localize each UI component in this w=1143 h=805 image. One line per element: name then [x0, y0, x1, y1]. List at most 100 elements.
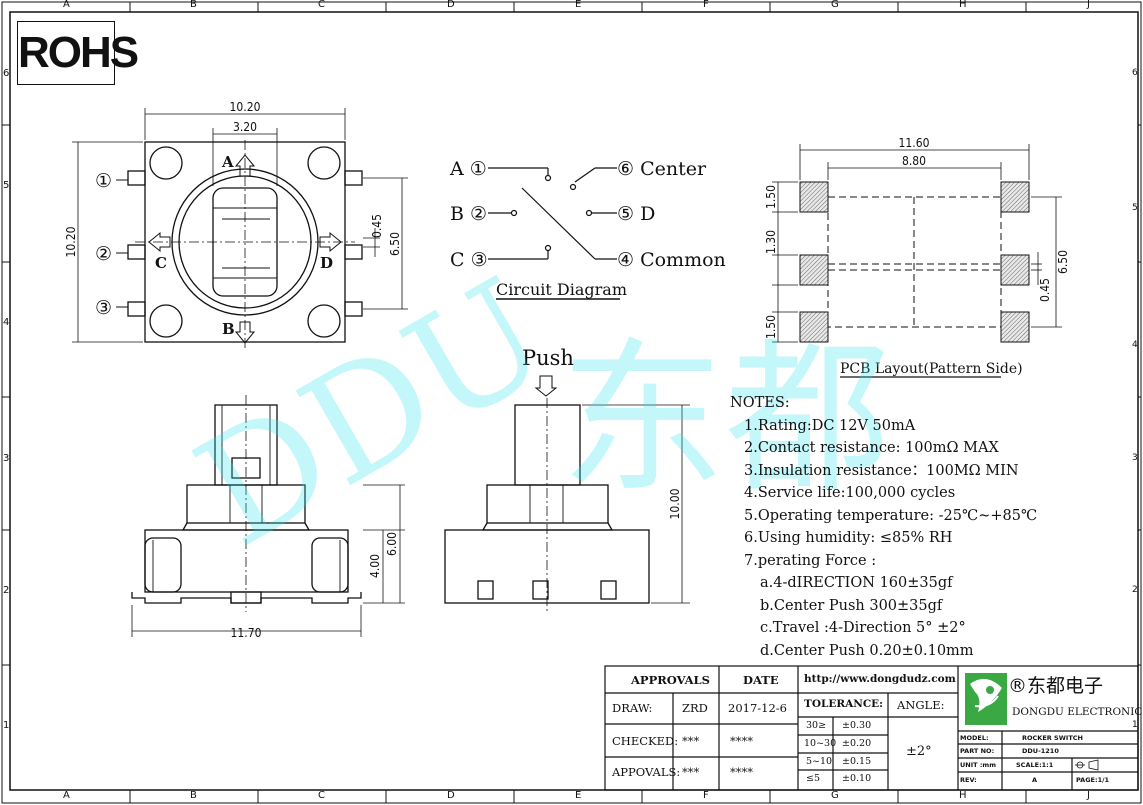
- pcb-dim-150a: 1.50: [764, 185, 778, 209]
- side-dim-600: 6.00: [385, 532, 399, 556]
- tb-tol-value: ±0.30: [842, 720, 872, 731]
- pin-label-1: ①: [95, 170, 112, 192]
- title-block: [604, 665, 1139, 791]
- tb-appovals-name: ***: [682, 765, 700, 779]
- tb-tolerance: TOLERANCE:: [804, 698, 884, 710]
- border-col-a-top: A: [63, 0, 70, 10]
- border-col-b-bottom: B: [190, 790, 197, 801]
- pcb-pads: [799, 181, 1030, 343]
- tb-company-en: DONGDU ELECTRONICS: [1012, 706, 1143, 718]
- pcb-dim-130: 1.30: [764, 230, 778, 254]
- circuit-label-b: B ②: [450, 203, 487, 225]
- note-item: 3.Insulation resistance：100MΩ MIN: [744, 462, 1019, 479]
- border-col-g-bottom: G: [831, 790, 839, 801]
- tb-tol-range: 5~10: [806, 756, 833, 767]
- border-col-c-bottom: C: [318, 790, 325, 801]
- company-logo-icon: [965, 673, 1007, 725]
- border-col-h-bottom: H: [959, 790, 967, 801]
- rohs-badge: ROHS: [17, 21, 139, 85]
- circuit-caption: Circuit Diagram: [496, 280, 627, 299]
- circuit-diagram: [488, 167, 620, 300]
- border-row-3-right: 3: [1132, 453, 1138, 463]
- push-label: Push: [522, 346, 574, 370]
- front-view: [444, 375, 650, 604]
- direction-label-a: A: [221, 153, 234, 171]
- circuit-label-c: C ③: [450, 249, 488, 271]
- pcb-dim-650: 6.50: [1056, 250, 1070, 274]
- border-col-g-top: G: [831, 0, 839, 10]
- pin-label-3: ③: [95, 297, 112, 319]
- border-row-4-right: 4: [1132, 340, 1138, 350]
- pcb-dim-width: 11.60: [899, 136, 930, 150]
- tb-rev-label: REV:: [960, 776, 977, 784]
- tb-page-label: PAGE:1/1: [1076, 776, 1109, 784]
- tb-rev-value: A: [1032, 776, 1038, 784]
- tb-angle-value: ±2°: [906, 744, 932, 759]
- tb-appovals-date: ****: [730, 765, 753, 779]
- tb-scale-label: SCALE:1:1: [1016, 761, 1054, 769]
- tb-url: http://www.dongdudz.com: [804, 673, 956, 685]
- border-col-e-bottom: E: [575, 790, 582, 801]
- border-col-j-top: J: [1087, 0, 1090, 10]
- border-row-3-left: 3: [3, 453, 10, 464]
- border-col-f-bottom: F: [703, 790, 709, 801]
- border-col-f-top: F: [703, 0, 709, 10]
- border-col-e-top: E: [575, 0, 582, 10]
- tb-angle: ANGLE:: [897, 698, 945, 712]
- tb-tol-range: 10~30: [804, 738, 837, 749]
- note-item: 4.Service life:100,000 cycles: [744, 485, 956, 501]
- tb-part-value: DDU-1210: [1022, 747, 1059, 755]
- pcb-outline: [827, 196, 1002, 328]
- top-view-centerlines: [135, 140, 355, 348]
- tb-draw-label: DRAW:: [612, 701, 653, 715]
- border-col-c-top: C: [318, 0, 325, 10]
- front-dim-height: 10.00: [668, 488, 682, 519]
- circuit-label-center: ⑥ Center: [617, 158, 707, 180]
- tb-approvals: APPROVALS: [631, 673, 710, 687]
- border-col-a-bottom: A: [63, 790, 70, 801]
- border-row-1-right: 1: [1132, 720, 1138, 730]
- tb-tol-value: ±0.10: [842, 773, 872, 784]
- watermark-chinese: 东都: [560, 323, 890, 515]
- border-row-4-left: 4: [3, 317, 10, 328]
- border-row-5-left: 5: [3, 180, 10, 191]
- tb-unit-label: UNIT :mm: [960, 761, 996, 769]
- tb-tol-range: 30≥: [806, 720, 827, 731]
- border-row-6-left: 6: [3, 68, 10, 79]
- tb-appovals-label: APPOVALS:: [612, 765, 681, 779]
- dim-top-650: 6.50: [388, 232, 402, 256]
- dim-top-045: 0.45: [370, 214, 384, 238]
- note-item: d.Center Push 0.20±0.10mm: [760, 642, 974, 659]
- top-view-dimensions: [72, 108, 408, 343]
- dim-top-inner: 3.20: [233, 120, 257, 134]
- tb-model-value: ROCKER SWITCH: [1022, 734, 1083, 742]
- border-col-d-bottom: D: [447, 790, 455, 801]
- border-row-6-right: 6: [1132, 68, 1138, 78]
- border-row-2-right: 2: [1132, 585, 1138, 595]
- note-item: c.Travel :4-Direction 5° ±2°: [760, 620, 966, 636]
- pcb-dim-150b: 1.50: [764, 315, 778, 339]
- tb-draw-date: 2017-12-6: [728, 701, 787, 715]
- notes-title: NOTES:: [730, 395, 790, 411]
- pcb-dim-inner: 8.80: [902, 154, 926, 168]
- side-dim-width: 11.70: [231, 626, 262, 640]
- tb-tol-value: ±0.20: [842, 738, 872, 749]
- tb-tol-value: ±0.15: [842, 756, 872, 767]
- tb-draw-name: ZRD: [682, 701, 708, 715]
- tb-checked-date: ****: [730, 734, 753, 748]
- pcb-dimensions: [772, 144, 1062, 378]
- pcb-caption: PCB Layout(Pattern Side): [840, 361, 1023, 377]
- circuit-label-a: A ①: [449, 158, 487, 180]
- note-item: a.4-dIRECTION 160±35gf: [760, 575, 953, 591]
- direction-label-b: B: [222, 320, 235, 338]
- pin-label-2: ②: [95, 243, 112, 265]
- note-item: 1.Rating:DC 12V 50mA: [744, 417, 916, 434]
- note-item: 5.Operating temperature: -25℃~+85℃: [744, 507, 1038, 524]
- note-item: 2.Contact resistance: 100mΩ MAX: [744, 440, 999, 456]
- border-col-d-top: D: [447, 0, 455, 10]
- dim-top-width: 10.20: [230, 100, 261, 114]
- note-item: 7.perating Force :: [744, 552, 877, 569]
- tb-checked-label: CHECKED:: [612, 734, 679, 748]
